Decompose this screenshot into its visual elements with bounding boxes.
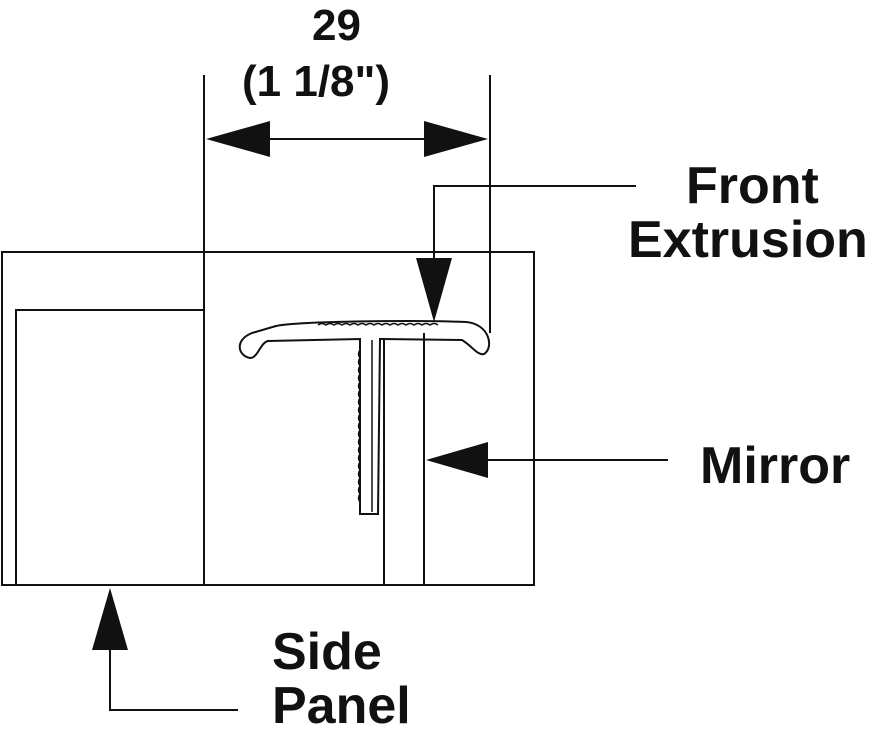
front-extrusion-leader bbox=[433, 185, 636, 262]
side-panel-leader bbox=[109, 648, 238, 711]
dimension-value-metric: 29 bbox=[312, 1, 361, 50]
dimension-value-imperial: (1 1/8") bbox=[242, 57, 391, 106]
mirror-label: Mirror bbox=[700, 437, 851, 495]
dimension-arrow-left bbox=[206, 121, 270, 157]
extrusion-knurl-stem bbox=[357, 349, 361, 503]
extrusion-knurl-top bbox=[317, 322, 439, 326]
outer-housing bbox=[1, 251, 535, 586]
dimension-arrow-right bbox=[424, 121, 488, 157]
side-panel-label-line2: Panel bbox=[272, 677, 411, 735]
side-panel bbox=[15, 309, 204, 585]
front-extrusion-label-line2: Extrusion bbox=[628, 211, 868, 269]
mirror-arrow bbox=[426, 442, 488, 478]
front-extrusion-profile bbox=[238, 320, 491, 515]
front-extrusion-label-line1: Front bbox=[686, 157, 819, 215]
front-extrusion-arrow bbox=[416, 258, 452, 322]
side-panel-label-line1: Side bbox=[272, 623, 382, 681]
side-panel-arrow bbox=[92, 588, 128, 650]
